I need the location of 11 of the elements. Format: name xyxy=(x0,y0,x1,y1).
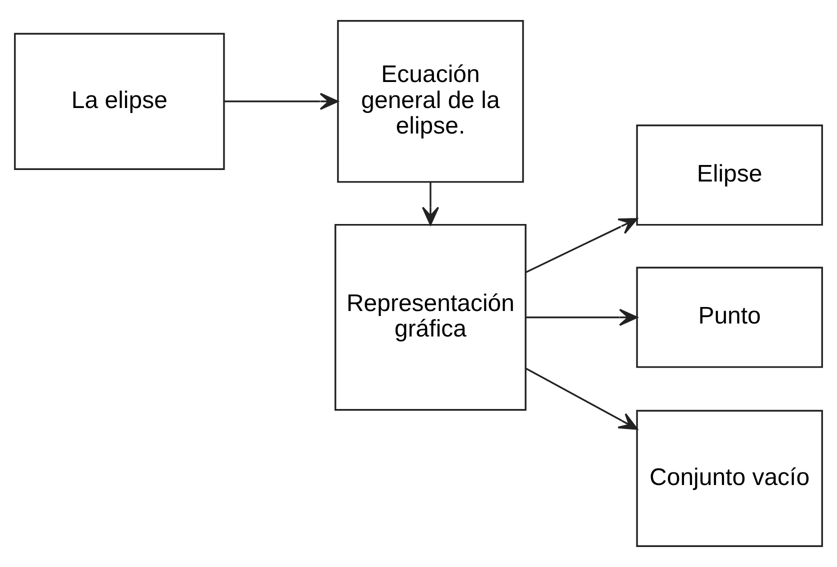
arrow xyxy=(526,308,638,326)
node-box: Conjunto vacío xyxy=(636,410,823,547)
arrow xyxy=(224,92,338,110)
arrow xyxy=(525,218,638,274)
node-box: La elipse xyxy=(14,32,225,170)
arrow xyxy=(422,182,440,226)
arrow xyxy=(525,368,638,430)
node-box: Ecuación general de la elipse. xyxy=(337,20,524,183)
node-box: Punto xyxy=(636,266,823,368)
node-box: Elipse xyxy=(636,124,823,226)
node-box: Representación gráfica xyxy=(334,224,526,411)
